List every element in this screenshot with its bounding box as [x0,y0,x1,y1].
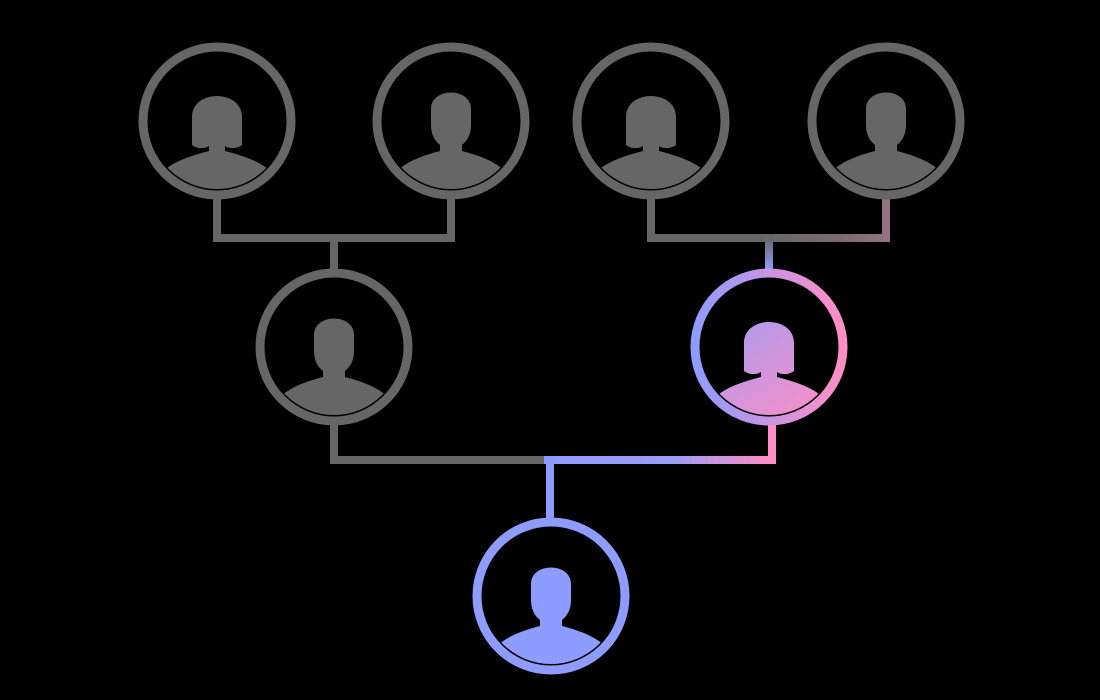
female-person-icon [585,96,717,189]
male-person-icon [820,92,952,189]
female-person-icon [703,322,835,415]
person-node-grandmother-maternal [572,42,730,200]
link-father-to-child [330,420,552,464]
link-maternal-grandparents [647,196,890,242]
person-node-father [255,268,413,426]
link-mother-to-child [544,420,776,464]
female-person-icon [151,96,283,189]
male-person-icon [385,92,517,189]
connector-lines [213,196,890,526]
male-person-icon [268,318,400,415]
person-nodes [138,42,965,675]
link-paternal-grandparents [213,196,455,242]
person-node-mother [690,268,848,426]
male-person-icon [485,567,617,664]
person-node-grandfather-maternal [807,42,965,200]
person-node-grandmother-paternal [138,42,296,200]
person-node-child [472,517,630,675]
person-node-grandfather-paternal [372,42,530,200]
